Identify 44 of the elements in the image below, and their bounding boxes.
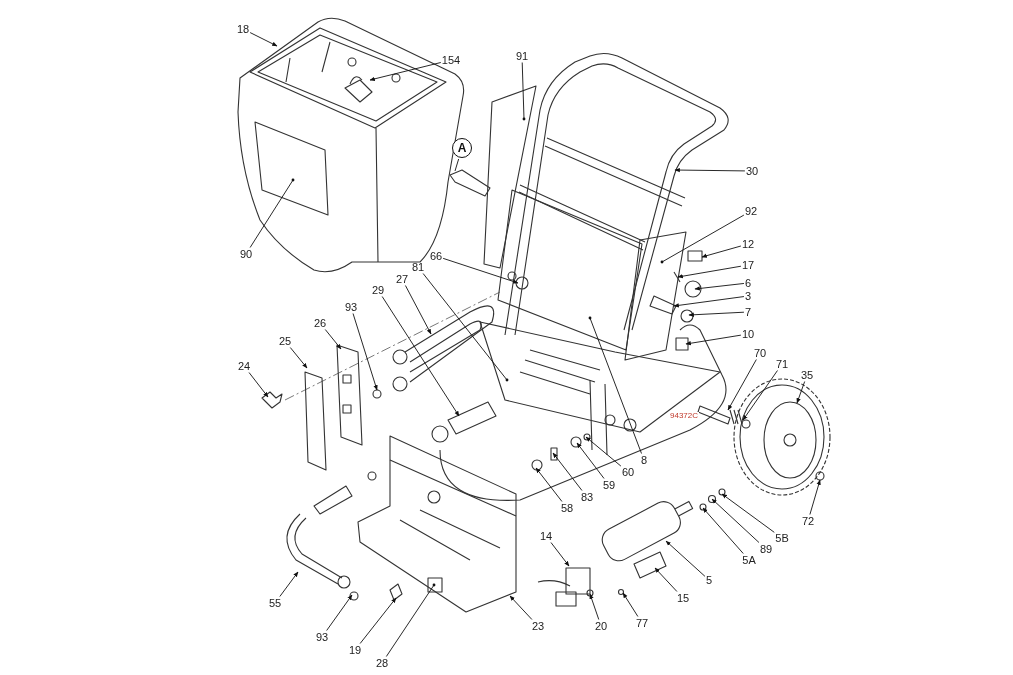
callout-number: 59: [602, 479, 616, 491]
callout-number: 28: [375, 657, 389, 669]
callout-number: 60: [621, 466, 635, 478]
callout-number: 19: [348, 644, 362, 656]
callout-number: 154: [441, 54, 461, 66]
callout-number: 12: [741, 238, 755, 250]
callout-number: 15: [676, 592, 690, 604]
callout-number: 25: [278, 335, 292, 347]
callout-number: 93: [344, 301, 358, 313]
callout-number: 77: [635, 617, 649, 629]
callout-number: 70: [753, 347, 767, 359]
callout-number: 72: [801, 515, 815, 527]
callout-number: 81: [411, 261, 425, 273]
callout-number: 20: [594, 620, 608, 632]
callout-number: 7: [744, 306, 752, 318]
callout-number: 90: [239, 248, 253, 260]
callout-number: 26: [313, 317, 327, 329]
callout-number: 17: [741, 259, 755, 271]
callout-number: 27: [395, 273, 409, 285]
leader-line: [454, 158, 460, 172]
callout-number: 5B: [775, 532, 789, 544]
callout-number: 29: [371, 284, 385, 296]
callout-number: 5: [705, 574, 713, 586]
callout-number: 66: [429, 250, 443, 262]
callout-number: 35: [800, 369, 814, 381]
callout-number: 92: [744, 205, 758, 217]
callout-number: 24: [237, 360, 251, 372]
callout-number: 30: [745, 165, 759, 177]
callout-number: 83: [580, 491, 594, 503]
callout-number: 23: [531, 620, 545, 632]
callout-number: 91: [515, 50, 529, 62]
callout-number: 3: [744, 290, 752, 302]
callout-number: 71: [775, 358, 789, 370]
callout-number: 14: [539, 530, 553, 542]
callout-number: 5A: [742, 554, 756, 566]
callout-number: 8: [640, 454, 648, 466]
drawing-number: 94372C: [669, 412, 699, 420]
callout-number: 10: [741, 328, 755, 340]
callout-number: 58: [560, 502, 574, 514]
callout-number: 18: [236, 23, 250, 35]
callout-number: 93: [315, 631, 329, 643]
callout-number: 89: [759, 543, 773, 555]
callout-number: 6: [744, 277, 752, 289]
callout-number: 55: [268, 597, 282, 609]
